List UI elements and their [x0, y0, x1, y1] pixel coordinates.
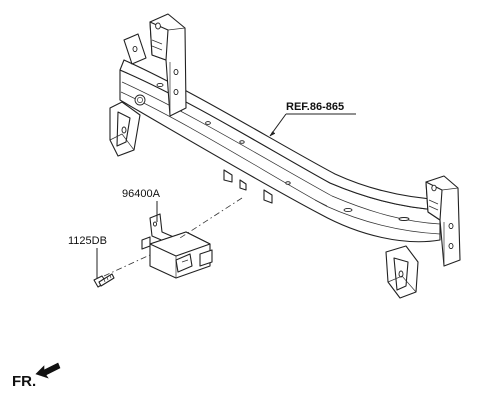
left-lower-bracket: [109, 101, 141, 157]
sensor-part-label: 96400A: [122, 188, 161, 200]
left-bracket: [123, 13, 187, 117]
bolt-part: [93, 273, 115, 288]
bolt-line: [103, 253, 153, 277]
mount-line: [179, 197, 243, 239]
sensor-unit: [141, 213, 213, 279]
front-arrow-icon: [35, 362, 61, 379]
right-lower-bracket: [385, 245, 419, 299]
ref-label: REF.86-865: [286, 101, 344, 113]
front-direction-label: FR.: [12, 373, 36, 390]
right-bracket: [425, 175, 461, 267]
bolt-part-label: 1125DB: [68, 235, 107, 247]
back-beam: [119, 59, 445, 243]
